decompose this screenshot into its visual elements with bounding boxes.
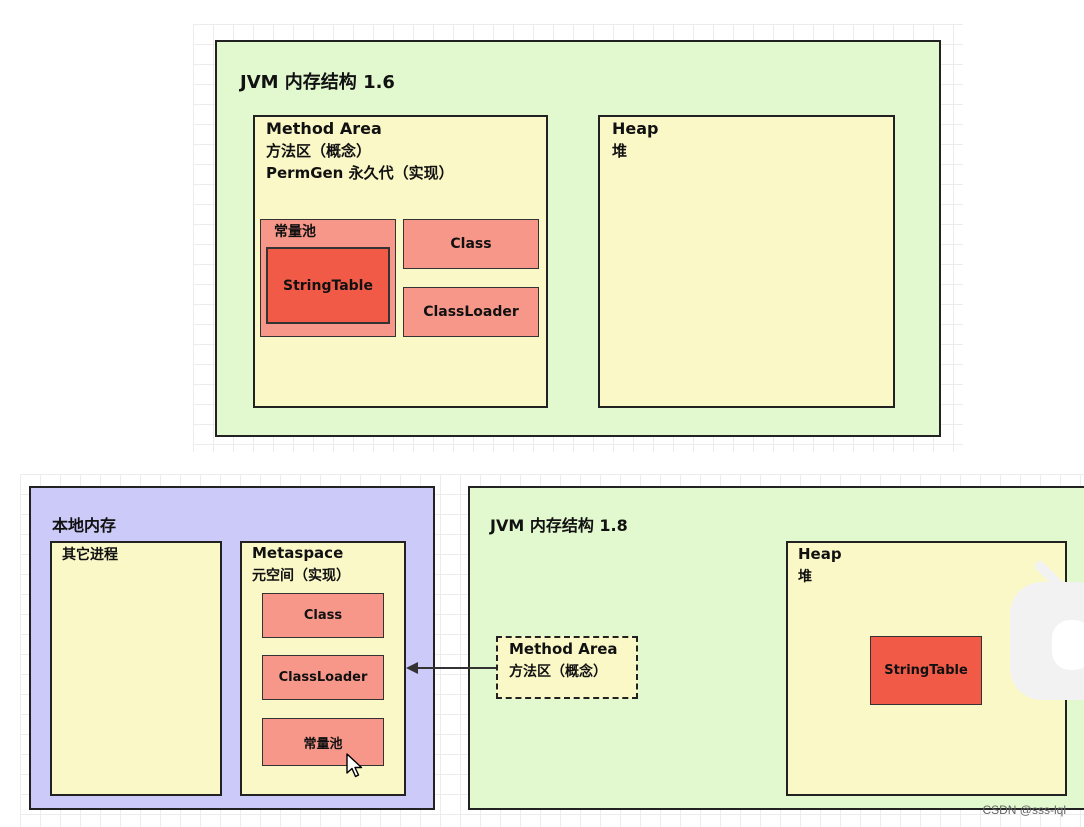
other-process-label: 其它进程 — [62, 547, 118, 563]
metaspace-title: Metaspace — [252, 544, 344, 562]
watermark-text: CSDN @sss-lql — [982, 803, 1066, 817]
jvm18-string-table: StringTable — [870, 636, 982, 705]
jvm18-heap-subtitle: 堆 — [798, 569, 812, 585]
metaspace-class-loader: ClassLoader — [262, 655, 384, 700]
jvm18-method-area — [496, 636, 638, 699]
jvm16-heap-title: Heap — [612, 119, 659, 138]
metaspace-constant-pool: 常量池 — [262, 718, 384, 766]
arrow-left-icon — [406, 662, 496, 674]
video-logo-icon — [1010, 561, 1084, 700]
jvm16-string-table: StringTable — [266, 247, 390, 324]
jvm16-class-loader: ClassLoader — [403, 287, 539, 337]
mouse-cursor-icon — [346, 753, 363, 778]
jvm16-constant-pool-label: 常量池 — [274, 224, 316, 240]
jvm18-method-area-concept: 方法区（概念） — [509, 664, 607, 680]
jvm16-method-area-title: Method Area — [266, 119, 382, 138]
jvm16-heap-subtitle: 堆 — [612, 142, 628, 160]
jvm18-heap-title: Heap — [798, 545, 842, 563]
metaspace-subtitle: 元空间（实现） — [252, 568, 350, 584]
jvm16-heap — [598, 115, 895, 408]
jvm18-title: JVM 内存结构 1.8 — [490, 516, 628, 535]
jvm16-method-area-impl: PermGen 永久代（实现） — [266, 164, 454, 182]
jvm16-class: Class — [403, 219, 539, 269]
jvm16-title: JVM 内存结构 1.6 — [240, 72, 395, 93]
other-process-box — [50, 541, 222, 796]
jvm18-method-area-title: Method Area — [509, 640, 618, 658]
jvm16-method-area-concept: 方法区（概念） — [266, 142, 372, 160]
metaspace-class: Class — [262, 593, 384, 638]
native-memory-title: 本地内存 — [52, 516, 117, 535]
